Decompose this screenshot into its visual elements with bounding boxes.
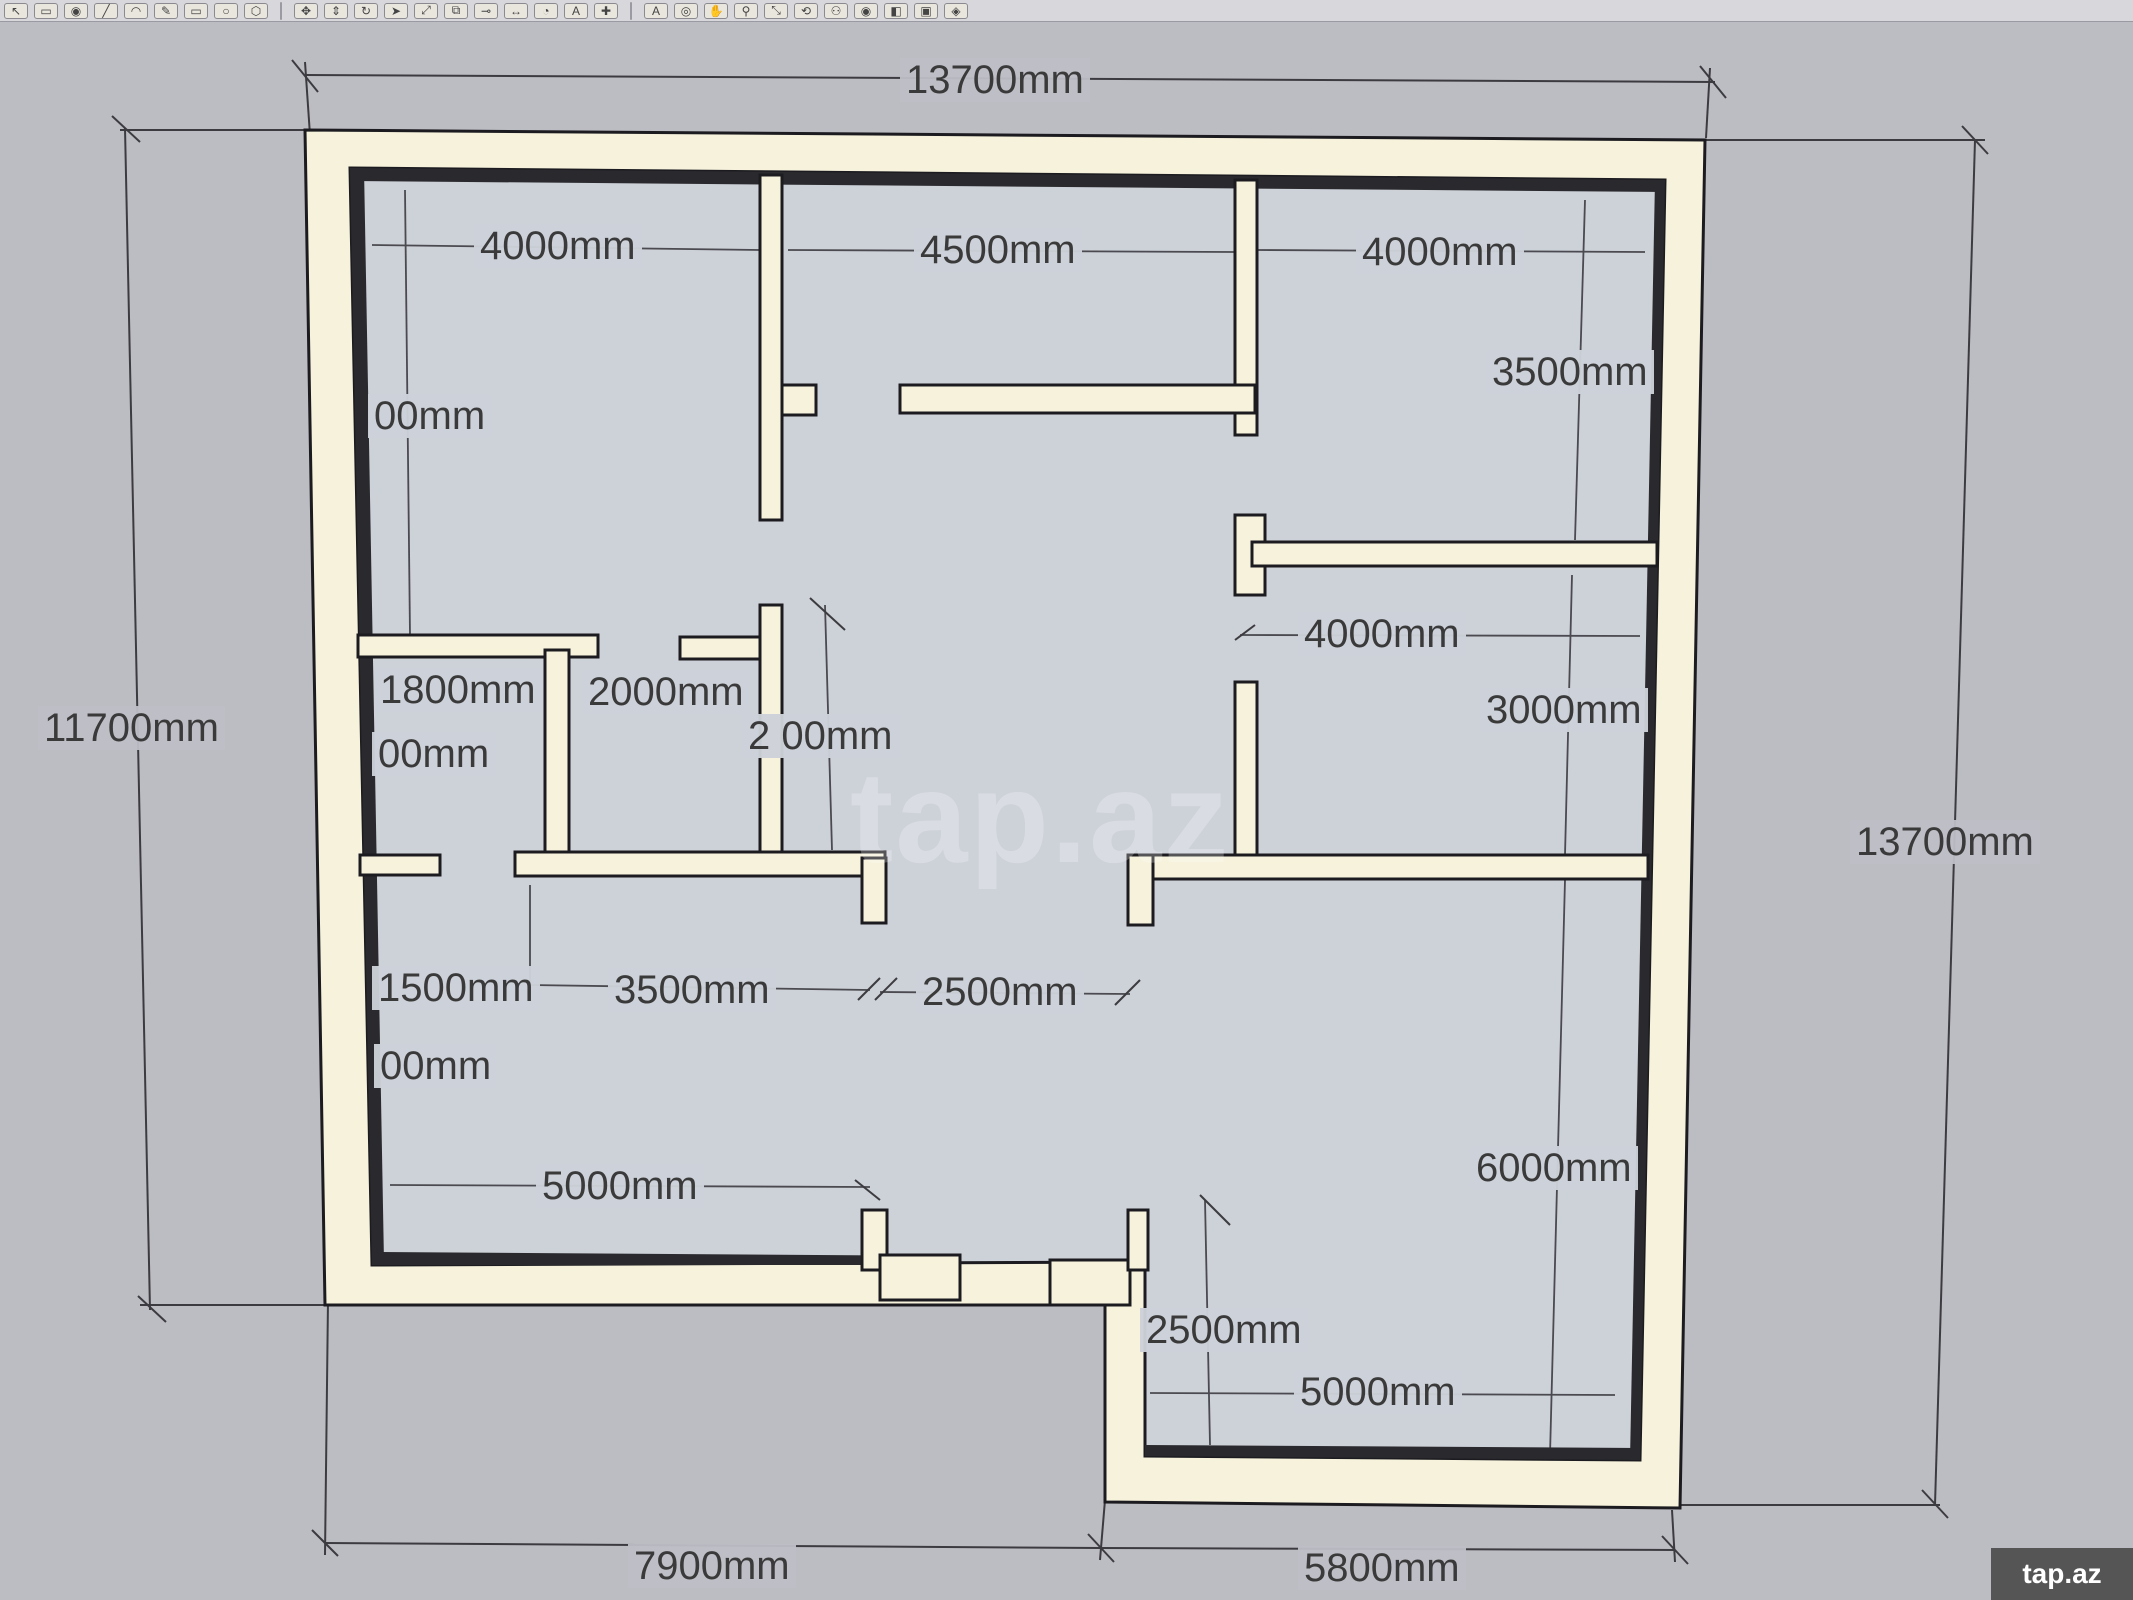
offset-icon[interactable]: ⧉ [444, 2, 468, 19]
pan-icon[interactable]: ✋ [704, 2, 728, 19]
dim-room-e-height: 6000mm [1470, 1146, 1638, 1190]
toolbar-separator [280, 1, 282, 20]
dim-wc-width: 2000mm [582, 670, 750, 714]
tick-marks [809, 597, 1256, 1226]
push-pull-icon[interactable]: ⇕ [324, 2, 348, 19]
eraser-icon[interactable]: ▭ [34, 2, 58, 19]
polygon-icon[interactable]: ⬡ [244, 2, 268, 19]
move-icon[interactable]: ✥ [294, 2, 318, 19]
3d-text-icon[interactable]: A [644, 2, 668, 19]
dim-bottom-right-width: 5800mm [1298, 1546, 1466, 1590]
line-icon[interactable]: ╱ [94, 2, 118, 19]
dim-room-d-width: 4000mm [1298, 612, 1466, 656]
select-icon[interactable]: ↖ [4, 2, 28, 19]
dim-room-a-height: 00mm [368, 394, 492, 438]
watermark: tap.az [850, 744, 1231, 890]
zoom-icon[interactable]: ⚲ [734, 2, 758, 19]
site-logo: tap.az [1991, 1548, 2133, 1600]
dim-bath-width: 1800mm [374, 668, 542, 712]
dim-wc-height: 2 00mm [742, 714, 899, 758]
pencil-icon[interactable]: ✎ [154, 2, 178, 19]
tape-measure-icon[interactable]: ⊸ [474, 2, 498, 19]
dim-corridor-a: 1500mm [372, 966, 540, 1010]
dim-room-c-width: 4000mm [1356, 230, 1524, 274]
dim-room-b-width: 4500mm [914, 228, 1082, 272]
look-around-icon[interactable]: ◉ [854, 2, 878, 19]
floor-plan-drawing [111, 59, 1989, 1565]
scale-icon[interactable]: ⤢ [414, 2, 438, 19]
dim-corridor-b: 3500mm [608, 968, 776, 1012]
floor-area [345, 170, 1670, 1460]
toolbar: ↖ ▭ ◉ ╱ ◠ ✎ ▭ ○ ⬡ ✥ ⇕ ↻ ➤ ⤢ ⧉ ⊸ ↔ ◔ A ✚ A ◎ ✋ ⚲ ⤡ ⟲ ⚇ ◉ ◧ ▣ ◈ [0, 0, 2133, 22]
orbit-icon[interactable]: ◎ [674, 2, 698, 19]
dim-room-c-height: 3500mm [1486, 350, 1654, 394]
walk-icon[interactable]: ⚇ [824, 2, 848, 19]
dim-living-height: 00mm [374, 1044, 498, 1088]
drawing-canvas[interactable]: 13700mm 11700mm 13700mm 7900mm 5800mm 40… [0, 22, 2133, 1600]
dimension-icon[interactable]: ↔ [504, 2, 528, 19]
dim-living-width: 5000mm [536, 1164, 704, 1208]
rectangle-icon[interactable]: ▭ [184, 2, 208, 19]
dim-room-d-height: 3000mm [1480, 688, 1648, 732]
paint-icon[interactable]: ◉ [64, 2, 88, 19]
protractor-icon[interactable]: ◔ [534, 2, 558, 19]
follow-me-icon[interactable]: ➤ [384, 2, 408, 19]
circle-icon[interactable]: ○ [214, 2, 238, 19]
text-icon[interactable]: A [564, 2, 588, 19]
dim-bath-height: 00mm [372, 732, 496, 776]
dim-porch-depth: 2500mm [1140, 1308, 1308, 1352]
dim-right-height: 13700mm [1850, 820, 2040, 864]
styles-icon[interactable]: ◈ [944, 2, 968, 19]
dim-porch-width: 5000mm [1294, 1370, 1462, 1414]
dim-corridor-c: 2500mm [916, 970, 1084, 1014]
dim-bottom-left-width: 7900mm [628, 1544, 796, 1588]
dim-room-a-width: 4000mm [474, 224, 642, 268]
previous-view-icon[interactable]: ⟲ [794, 2, 818, 19]
rotate-icon[interactable]: ↻ [354, 2, 378, 19]
arc-icon[interactable]: ◠ [124, 2, 148, 19]
zoom-extents-icon[interactable]: ⤡ [764, 2, 788, 19]
toolbar-separator [630, 1, 632, 20]
components-icon[interactable]: ▣ [914, 2, 938, 19]
dim-top-width: 13700mm [900, 58, 1090, 102]
axes-icon[interactable]: ✚ [594, 2, 618, 19]
dim-left-height: 11700mm [38, 706, 225, 750]
section-icon[interactable]: ◧ [884, 2, 908, 19]
inner-walls [356, 173, 1659, 1307]
